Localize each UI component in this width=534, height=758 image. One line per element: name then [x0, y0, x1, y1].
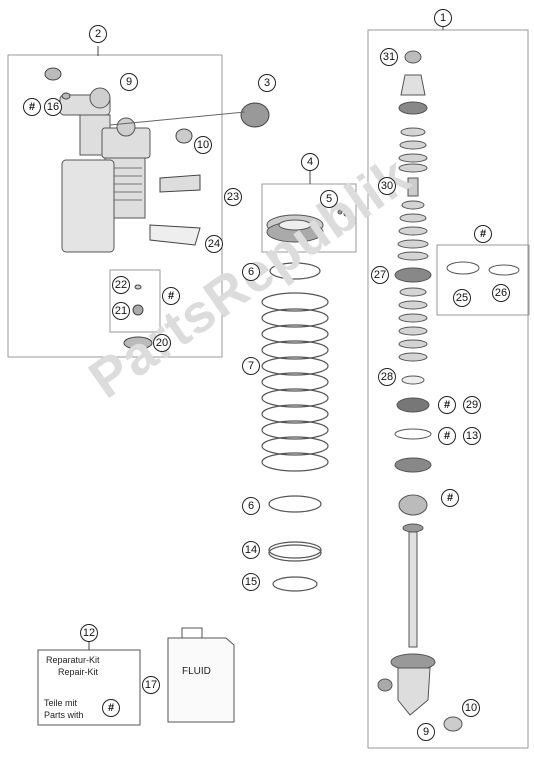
callout-hash[interactable]: # [23, 98, 41, 116]
callout-30[interactable]: 30 [378, 177, 396, 195]
coil-spring [261, 262, 329, 592]
callout-hash[interactable]: # [474, 225, 492, 243]
callout-10[interactable]: 10 [462, 699, 480, 717]
callout-14[interactable]: 14 [242, 541, 260, 559]
left-small-parts [44, 67, 270, 350]
callout-6[interactable]: 6 [242, 263, 260, 281]
callout-hash[interactable]: # [438, 427, 456, 445]
callout-21[interactable]: 21 [112, 302, 130, 320]
callout-9[interactable]: 9 [417, 723, 435, 741]
seal-parts-box [436, 244, 530, 316]
callout-27[interactable]: 27 [371, 266, 389, 284]
repair-kit-box [37, 649, 141, 726]
callout-13[interactable]: 13 [463, 427, 481, 445]
callout-hash[interactable]: # [102, 699, 120, 717]
shock-absorber-body [59, 87, 151, 253]
callout-25[interactable]: 25 [453, 289, 471, 307]
callout-24[interactable]: 24 [205, 235, 223, 253]
callout-2[interactable]: 2 [89, 25, 107, 43]
callout-hash[interactable]: # [162, 287, 180, 305]
callout-3[interactable]: 3 [258, 74, 276, 92]
spring-retainer-box [261, 183, 357, 253]
fluid-label: FLUID [182, 666, 211, 677]
shock-assembly-box [7, 54, 223, 358]
callout-26[interactable]: 26 [492, 284, 510, 302]
fluid-canister [167, 637, 235, 723]
callout-16[interactable]: 16 [44, 98, 62, 116]
shock-exploded-box [367, 29, 529, 749]
callout-12[interactable]: 12 [80, 624, 98, 642]
callout-7[interactable]: 7 [242, 357, 260, 375]
callout-hash[interactable]: # [438, 396, 456, 414]
callout-23[interactable]: 23 [224, 188, 242, 206]
callout-22[interactable]: 22 [112, 276, 130, 294]
callout-hash[interactable]: # [441, 489, 459, 507]
callout-9[interactable]: 9 [120, 73, 138, 91]
spring-retainer [266, 209, 349, 243]
callout-6[interactable]: 6 [242, 497, 260, 515]
repair-kit-line-de: Reparatur-Kit [46, 655, 100, 665]
callout-28[interactable]: 28 [378, 368, 396, 386]
repair-kit-line-en: Repair-Kit [58, 667, 99, 677]
callout-17[interactable]: 17 [142, 676, 160, 694]
callout-4[interactable]: 4 [301, 153, 319, 171]
repair-kit-parts-de: Teile mit [44, 698, 78, 708]
small-parts-box [109, 269, 161, 333]
callout-31[interactable]: 31 [380, 48, 398, 66]
callout-29[interactable]: 29 [463, 396, 481, 414]
callout-10[interactable]: 10 [194, 136, 212, 154]
callout-1[interactable]: 1 [434, 9, 452, 27]
repair-kit-parts-en: Parts with [44, 710, 84, 720]
callout-15[interactable]: 15 [242, 573, 260, 591]
callout-5[interactable]: 5 [320, 190, 338, 208]
callout-20[interactable]: 20 [153, 334, 171, 352]
right-exploded-stack [377, 50, 520, 732]
